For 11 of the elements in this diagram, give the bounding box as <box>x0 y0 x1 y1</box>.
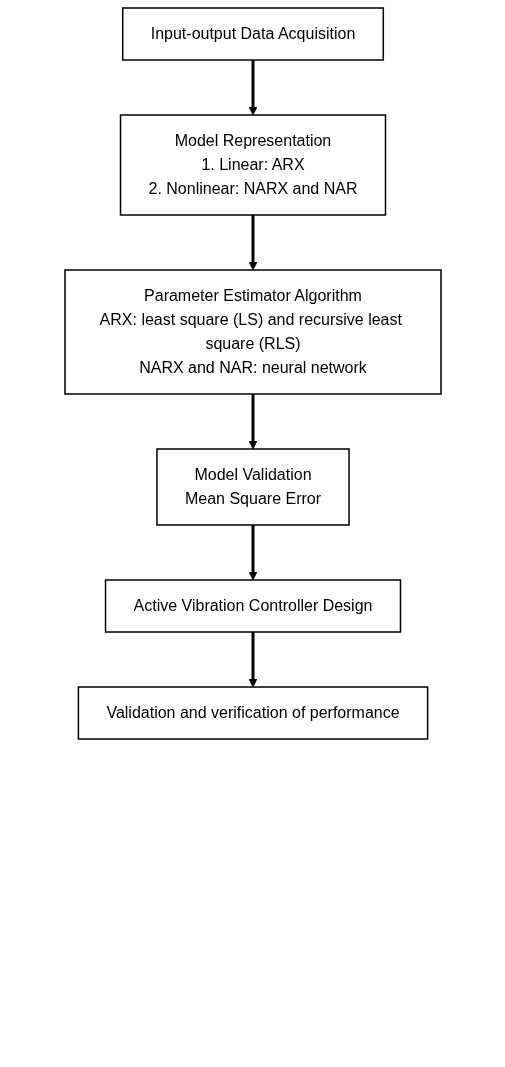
arrow <box>248 525 257 581</box>
node-box: Model Representation 1. Linear: ARX 2. Nonlinear: NARX and NAR <box>119 114 386 216</box>
node-box: Active Vibration Controller Design <box>104 579 401 633</box>
arrow <box>248 60 257 116</box>
node-box: Model Validation Mean Square Error <box>155 448 350 526</box>
arrow <box>248 632 257 688</box>
node-box: Parameter Estimator Algorithm ARX: least square (LS) and recursive least square (RLS) NARX and NAR: neural network <box>63 269 442 395</box>
arrow <box>248 394 257 450</box>
node-box: Input-output Data Acquisition <box>121 7 384 61</box>
arrow <box>248 215 257 271</box>
node-box: Validation and verification of performance <box>77 686 428 740</box>
